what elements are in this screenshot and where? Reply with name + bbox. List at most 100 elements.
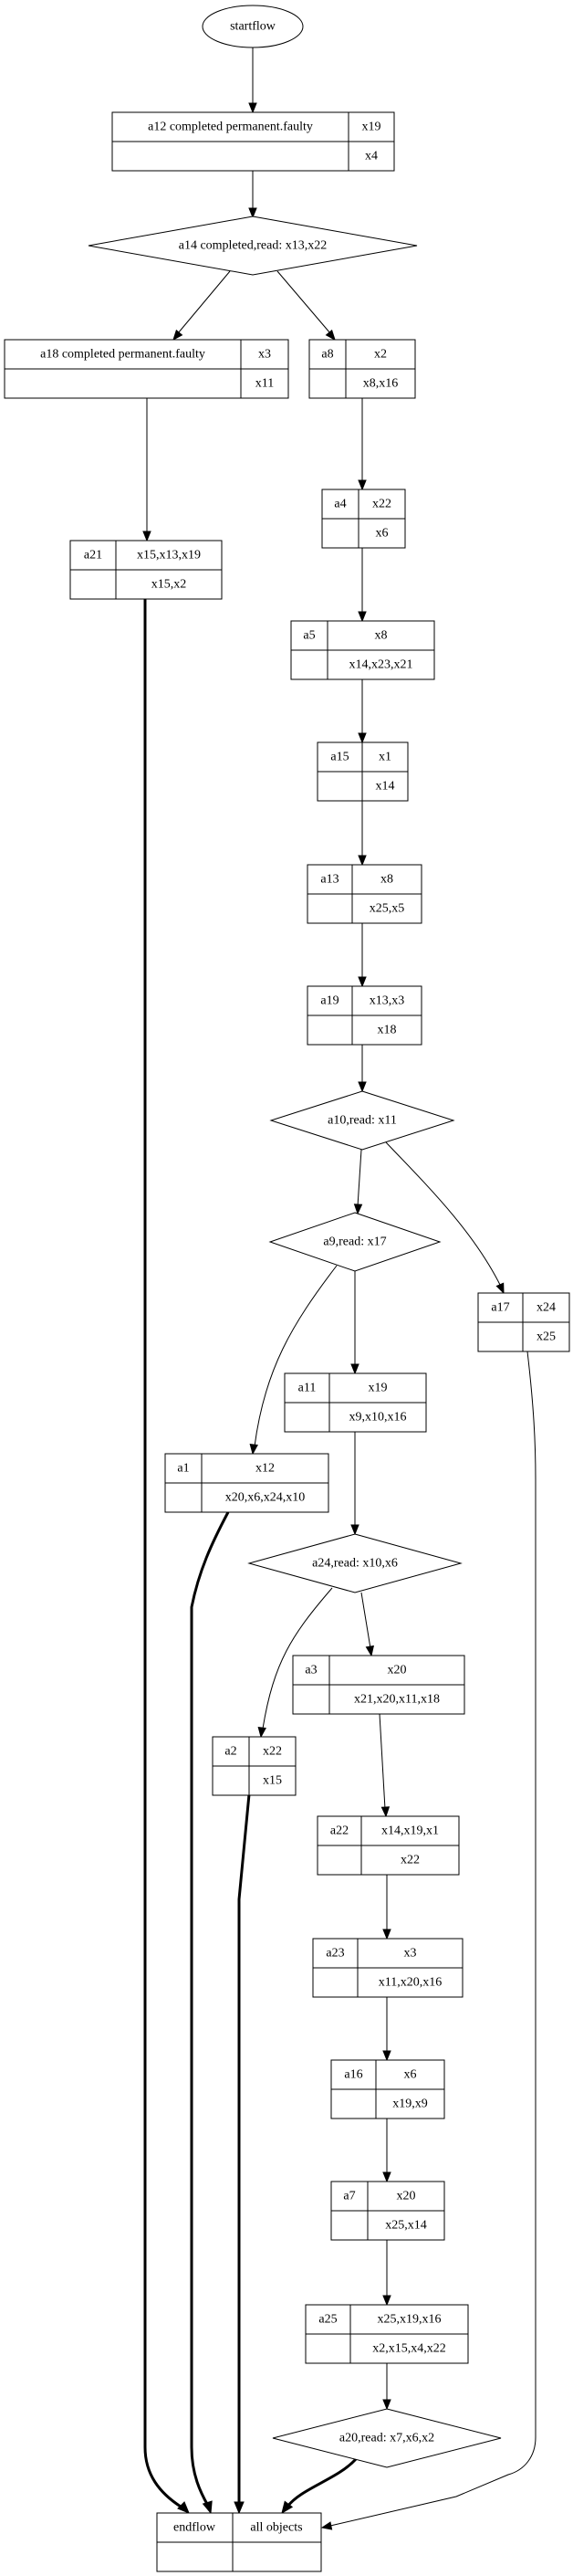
edge-line — [385, 1141, 502, 1288]
edge-a12-to-a14 — [248, 171, 257, 219]
decision-label: a14 completed,read: x13,x22 — [179, 239, 328, 253]
node-label: a21 — [84, 549, 102, 563]
edge-a16-to-a7 — [382, 2119, 391, 2183]
node-bottom-vars: x19,x9 — [392, 2098, 428, 2111]
arrowhead-icon — [353, 1204, 363, 1215]
node-top-vars: x14,x19,x1 — [381, 1824, 439, 1838]
node-bottom-vars: x4 — [365, 150, 378, 163]
arrowhead-icon — [350, 1524, 359, 1536]
arrowhead-icon — [495, 1282, 505, 1295]
edge-line — [177, 270, 231, 334]
edge-a24-to-a2 — [257, 1587, 333, 1739]
node-bottom-vars: x14,x23,x21 — [349, 658, 413, 672]
edge-a8-to-a4 — [358, 397, 367, 491]
node-bottom-vars: x11 — [255, 377, 274, 391]
edge-a9-to-a11 — [350, 1271, 359, 1375]
node-a22[interactable]: a22 x14,x19,x1 x22 — [317, 1815, 460, 1876]
decision-diamond — [247, 1533, 463, 1593]
edge-a21-to-endflow — [143, 599, 190, 2514]
edge-line — [357, 1149, 362, 1207]
node-label: a4 — [334, 498, 346, 511]
node-bottom-vars: x25,x14 — [385, 2219, 427, 2233]
arrowhead-icon — [382, 2399, 391, 2411]
node-top-vars: x19 — [362, 121, 381, 134]
edge-a4-to-a5 — [358, 548, 367, 623]
node-label: a13 — [320, 873, 339, 887]
node-a20[interactable]: a20,read: x7,x6,x2 — [272, 2408, 502, 2468]
decision-label: a20,read: x7,x6,x2 — [339, 2432, 434, 2445]
arrowhead-icon — [257, 1727, 266, 1739]
node-label: a22 — [330, 1824, 349, 1838]
arrowhead-icon — [172, 329, 183, 342]
node-top-vars: x3 — [404, 1947, 417, 1961]
node-bottom-vars: x9,x10,x16 — [349, 1411, 407, 1425]
arrowhead-icon — [350, 1363, 359, 1375]
node-a10[interactable]: a10,read: x11 — [269, 1090, 455, 1151]
start-label: startflow — [230, 20, 276, 34]
arrowhead-icon — [281, 2500, 294, 2515]
node-bottom-vars: x18 — [378, 1024, 397, 1037]
arrowhead-icon — [202, 2500, 213, 2515]
node-top-vars: x1 — [379, 751, 391, 764]
edge-a18-to-a21 — [142, 397, 151, 542]
node-bottom-vars: x2,x15,x4,x22 — [372, 2342, 446, 2356]
node-top-vars: x20 — [397, 2190, 416, 2203]
edge-line — [254, 1265, 338, 1447]
node-label: a23 — [326, 1947, 344, 1961]
decision-label: a24,read: x10,x6 — [312, 1557, 398, 1571]
edge-a22-to-a23 — [382, 1875, 391, 1940]
edge-a10-to-a17 — [385, 1141, 505, 1295]
node-startflow[interactable]: startflow — [202, 5, 304, 48]
edge-a23-to-a16 — [382, 1997, 391, 2062]
arrowhead-icon — [320, 2521, 333, 2530]
decision-diamond — [268, 1212, 442, 1272]
edge-a17-to-endflow — [320, 1351, 537, 2530]
node-bottom-vars: x20,x6,x24,x10 — [225, 1491, 306, 1505]
edge-a11-to-a24 — [350, 1432, 359, 1536]
decision-label: a9,read: x17 — [323, 1235, 386, 1249]
arrowhead-icon — [142, 531, 151, 542]
arrowhead-icon — [248, 102, 257, 114]
edge-line — [286, 2457, 358, 2508]
edge-line — [379, 1713, 386, 1810]
node-top-vars: x20 — [388, 1664, 407, 1677]
edge-startflow-to-a12 — [248, 47, 257, 114]
node-a24[interactable]: a24,read: x10,x6 — [247, 1533, 463, 1593]
edge-a14-to-a18 — [172, 270, 231, 342]
arrowhead-icon — [358, 479, 367, 491]
node-label: a11 — [298, 1382, 317, 1395]
node-label: a8 — [321, 348, 333, 362]
arrowhead-icon — [248, 207, 257, 219]
node-label: a5 — [303, 629, 315, 643]
node-bottom-vars: x22 — [401, 1854, 420, 1867]
edge-line — [262, 1587, 333, 1730]
node-a14[interactable]: a14 completed,read: x13,x22 — [88, 216, 418, 276]
arrowhead-icon — [234, 2501, 245, 2515]
node-top-vars: x2 — [374, 348, 387, 362]
arrowhead-icon — [358, 1081, 367, 1093]
arrowhead-icon — [380, 1806, 391, 1818]
decision-diamond — [272, 2408, 502, 2468]
node-a9[interactable]: a9,read: x17 — [268, 1212, 442, 1272]
edge-a19-to-a10 — [358, 1045, 367, 1093]
edge-a3-to-a22 — [379, 1713, 391, 1818]
